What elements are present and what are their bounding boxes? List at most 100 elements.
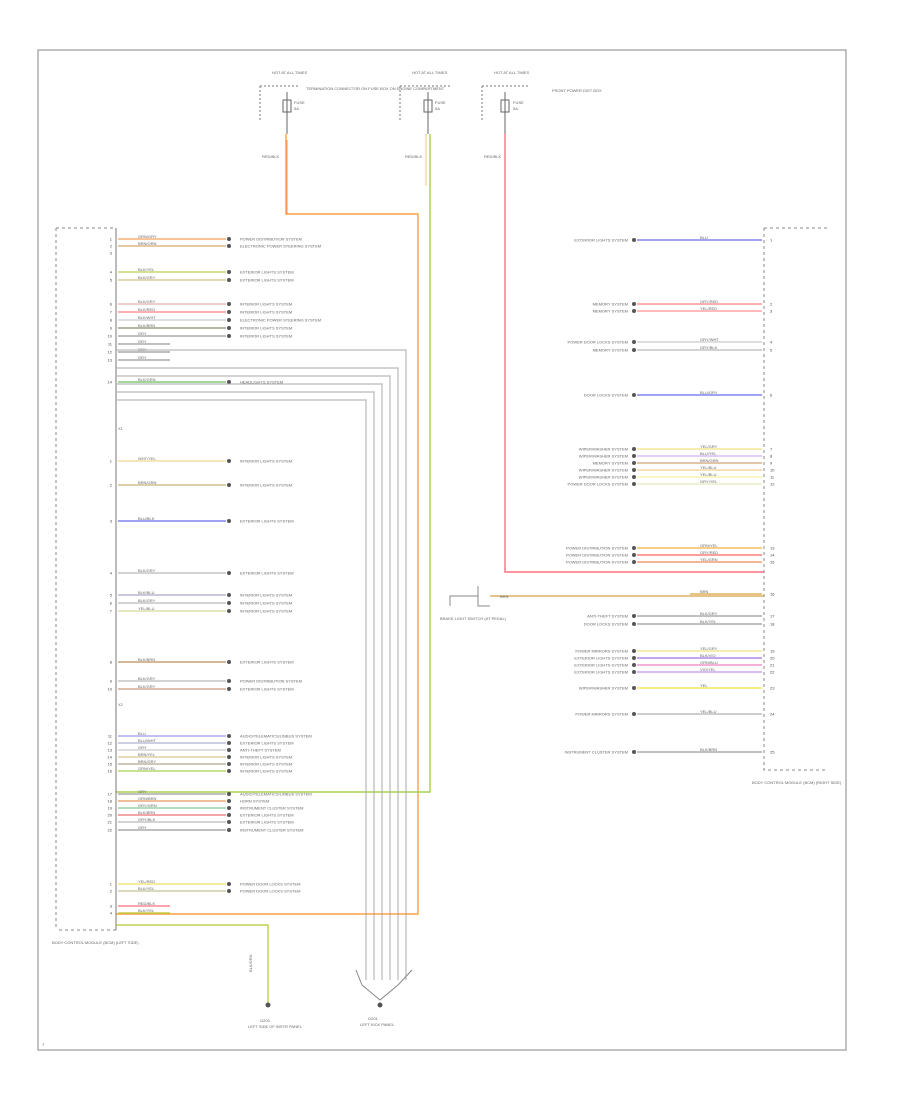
wire-color-code: VIO/YEL xyxy=(700,667,716,672)
pin-number: 6 xyxy=(110,302,113,307)
wire-color-code: BLU/WHT xyxy=(138,738,157,743)
wire-color-code: BLU/BLK xyxy=(138,516,155,521)
wire-color-code: BLK/BRN xyxy=(138,810,155,815)
connector-dot xyxy=(227,519,231,523)
connector-dot xyxy=(632,686,636,690)
connector-dot xyxy=(227,459,231,463)
connector-dot xyxy=(632,482,636,486)
ground-g201: G201 LEFT KICK PANEL xyxy=(360,1016,395,1027)
connector-dot xyxy=(227,792,231,796)
pin-number: 11 xyxy=(108,342,113,347)
connector-dot xyxy=(227,660,231,664)
wire-color-code: GRY xyxy=(138,825,147,830)
wire-color-code: BLK/YEL xyxy=(138,908,155,913)
destination-label: EXTERIOR LIGHTS SYSTEM xyxy=(574,663,628,668)
destination-label: INTERIOR LIGHTS SYSTEM xyxy=(240,483,292,488)
destination-label: DOOR LOCKS SYSTEM xyxy=(584,622,628,627)
connector-dot xyxy=(632,468,636,472)
destination-label: POWER MIRRORS SYSTEM xyxy=(575,712,628,717)
pin-number: 1 xyxy=(110,882,113,887)
pin-number: 9 xyxy=(110,326,113,331)
svg-text:X2: X2 xyxy=(118,702,124,707)
destination-label: MEMORY SYSTEM xyxy=(593,461,628,466)
connector-dot xyxy=(227,889,231,893)
connector-dot xyxy=(227,278,231,282)
pin-number: 3 xyxy=(110,251,113,256)
destination-label: MEMORY SYSTEM xyxy=(593,302,628,307)
wire-color-code: BLK/BLU xyxy=(138,590,155,595)
wire-color-code: GRY/BLK xyxy=(700,345,718,350)
connector-dot xyxy=(227,755,231,759)
destination-label: INTERIOR LIGHTS SYSTEM xyxy=(240,601,292,606)
pin-number: 7 xyxy=(770,447,773,452)
pin-number: 16 xyxy=(770,592,775,597)
svg-text:TERMINATION CONNECTOR ON FUSE: TERMINATION CONNECTOR ON FUSE BOX ON ENG… xyxy=(306,86,445,91)
wire-color-code: GRY xyxy=(138,789,147,794)
pin-number: 4 xyxy=(110,911,113,916)
connector-dot xyxy=(227,601,231,605)
destination-label: AUDIO/TELEMATICS/LINBUS SYSTEM xyxy=(240,792,312,797)
destination-label: EXTERIOR LIGHTS SYSTEM xyxy=(240,519,294,524)
pin-number: 22 xyxy=(108,828,113,833)
pin-number: 14 xyxy=(108,755,113,760)
svg-text:RED/BLK: RED/BLK xyxy=(262,154,279,159)
wire-color-code: YEL xyxy=(700,683,708,688)
connector-dot xyxy=(227,748,231,752)
svg-text:HOT AT ALL TIMES: HOT AT ALL TIMES xyxy=(412,70,447,75)
fuse-feed-wires xyxy=(116,134,764,915)
connector-dot xyxy=(632,461,636,465)
connector-dot xyxy=(227,593,231,597)
wire-color-code: BLK/GRY xyxy=(138,275,156,280)
destination-label: EXTERIOR LIGHTS SYSTEM xyxy=(240,660,294,665)
wire-color-code: BLK/WHT xyxy=(138,315,156,320)
connector-dot xyxy=(632,475,636,479)
wire-color-code: RED/BLK xyxy=(138,901,155,906)
svg-text:LEFT KICK PANEL: LEFT KICK PANEL xyxy=(360,1022,395,1027)
wire-color-code: YEL/GRY xyxy=(700,444,718,449)
destination-label: WIPER/WASHER SYSTEM xyxy=(579,686,628,691)
destination-label: INSTRUMENT CLUSTER SYSTEM xyxy=(240,828,304,833)
pin-number: 17 xyxy=(108,792,113,797)
connector-dot xyxy=(632,348,636,352)
wire-color-code: YEL/BLU xyxy=(700,709,717,714)
pin-number: 6 xyxy=(110,601,113,606)
svg-text:5A: 5A xyxy=(294,106,299,111)
pin-number: 25 xyxy=(770,750,775,755)
connector-dot xyxy=(227,679,231,683)
pin-number: 5 xyxy=(110,593,113,598)
wire-color-code: BLU/YEL xyxy=(700,451,717,456)
pin-number: 2 xyxy=(110,244,113,249)
pin-number: 19 xyxy=(770,649,775,654)
wire-color-code: BLK/RED xyxy=(138,307,155,312)
destination-label: ANTI-THEFT SYSTEM xyxy=(587,614,628,619)
destination-label: EXTERIOR LIGHTS SYSTEM xyxy=(240,571,294,576)
wire-color-code: BLK/GRY xyxy=(138,299,156,304)
destination-label: POWER DOOR LOCKS SYSTEM xyxy=(240,882,300,887)
destination-label: MEMORY SYSTEM xyxy=(593,348,628,353)
left-pin-row: 22 GRY INSTRUMENT CLUSTER SYSTEM xyxy=(108,825,304,833)
destination-label: EXTERIOR LIGHTS SYSTEM xyxy=(240,813,294,818)
connector-dot xyxy=(632,560,636,564)
wire-color-code: BLK/VIO xyxy=(700,653,716,658)
pin-number: 17 xyxy=(770,614,775,619)
connector-dot xyxy=(227,302,231,306)
